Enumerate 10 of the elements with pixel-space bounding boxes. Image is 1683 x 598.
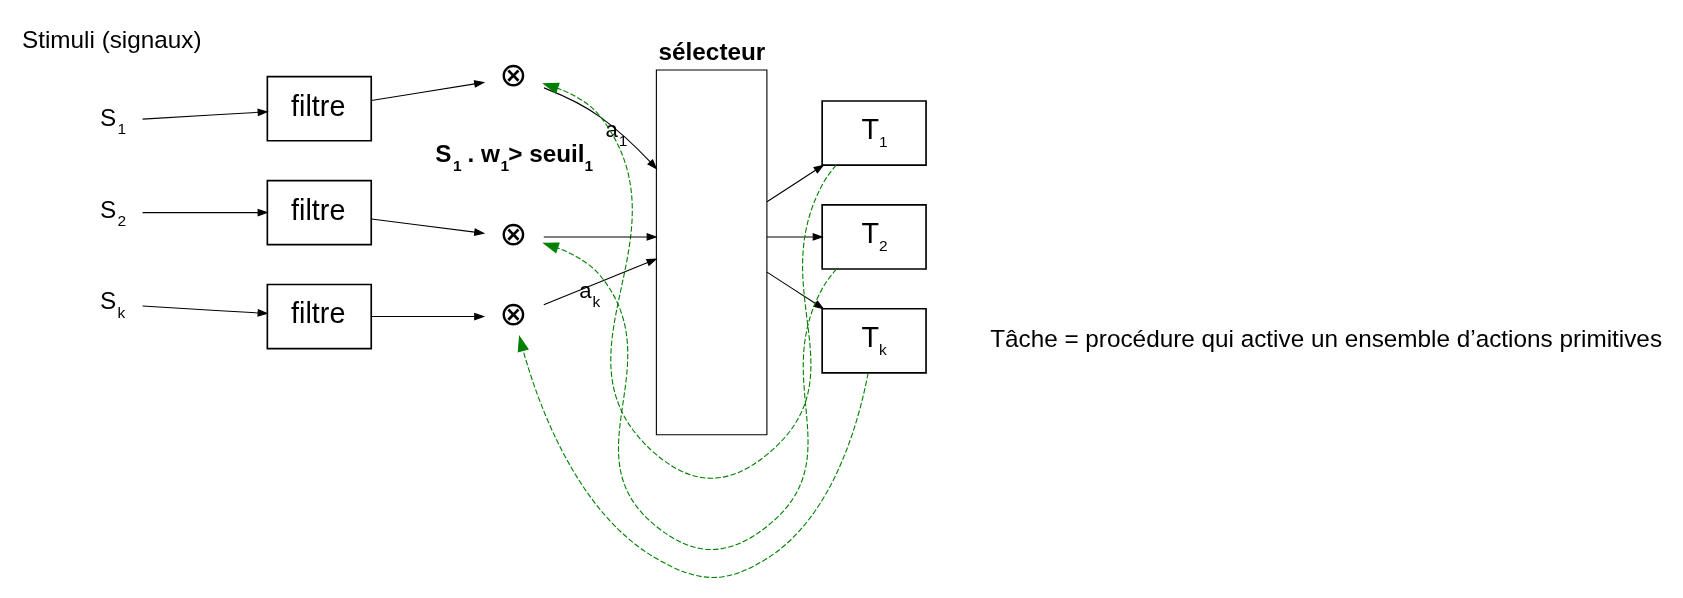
node-text: ⊗ xyxy=(499,213,528,253)
node-text: ⊗ xyxy=(499,54,528,94)
label: Tâche = procédure qui active un ensemble d’actions primitives xyxy=(990,324,1663,352)
node-text: S$_{k}$ xyxy=(99,286,126,321)
node-text: S$_{1}$ xyxy=(99,103,127,137)
label: S$_{1}$ . w$_{1}$> seuil$_{1}$ xyxy=(435,139,594,174)
node-label: sélecteur xyxy=(658,37,766,65)
node-text: ⊗ xyxy=(499,293,528,333)
node-text: S$_{2}$ xyxy=(99,195,127,229)
label: Stimuli (signaux) xyxy=(21,25,202,52)
